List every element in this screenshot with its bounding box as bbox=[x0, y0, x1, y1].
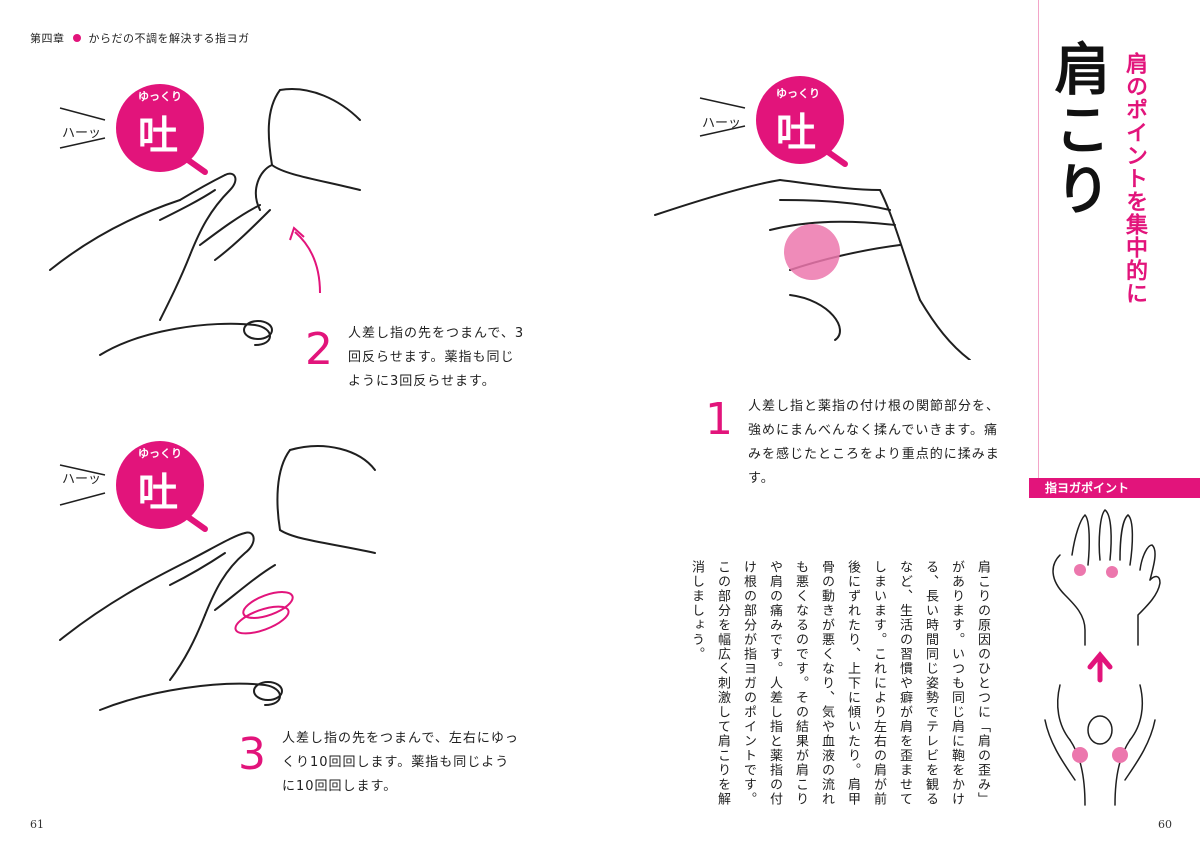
step-3-text: 人差し指の先をつまんで、左右にゆっくり10回回します。薬指も同じように10回回し… bbox=[282, 731, 519, 794]
yoga-point-illustration bbox=[1044, 509, 1161, 806]
chapter-subtitle: からだの不調を解決する指ヨガ bbox=[88, 32, 250, 45]
page-title: 肩こり bbox=[1045, 40, 1110, 220]
exhale-badge bbox=[699, 76, 848, 167]
hand-illustration-step-1 bbox=[654, 76, 971, 360]
bullet-icon bbox=[72, 34, 81, 42]
badge-small-text: ゆっくり bbox=[138, 90, 182, 103]
step-1-text: 人差し指と薬指の付け根の関節部分を、強めにまんべんなく揉んでいきます。痛みを感じ… bbox=[748, 399, 1001, 486]
badge-big-text: 吐 bbox=[138, 470, 178, 516]
page-number-right: 60 bbox=[1158, 818, 1172, 831]
badge-big-text: 吐 bbox=[138, 113, 178, 159]
breath-label: ハーッ bbox=[702, 116, 742, 131]
chapter-label: 第四章 bbox=[30, 32, 65, 45]
exhale-badge bbox=[59, 441, 208, 532]
hand-illustration-step-2 bbox=[49, 84, 361, 356]
breath-label: ハーッ bbox=[62, 472, 102, 487]
step-3-number: 3 bbox=[238, 729, 266, 780]
badge-small-text: ゆっくり bbox=[776, 87, 820, 100]
exhale-badge bbox=[59, 84, 208, 175]
title-divider bbox=[1038, 0, 1039, 478]
step-2-number: 2 bbox=[305, 324, 333, 375]
breath-label: ハーッ bbox=[62, 126, 102, 141]
hand-illustration-step-3 bbox=[59, 441, 376, 711]
page-subtitle: 肩のポイントを集中的に bbox=[1122, 52, 1147, 305]
page-number-left: 61 bbox=[30, 818, 44, 831]
step-2-text: 人差し指の先をつまんで、3回反らせます。薬指も同じように3回反らせます。 bbox=[348, 326, 525, 389]
badge-big-text: 吐 bbox=[776, 110, 816, 156]
step-1-number: 1 bbox=[705, 394, 733, 445]
chapter-header: 第四章 からだの不調を解決する指ヨガ bbox=[30, 30, 250, 46]
badge-small-text: ゆっくり bbox=[138, 447, 182, 460]
body-text: 肩こりの原因のひとつに「肩の歪み」があります。いつも同じ肩に鞄をかける、長い時間… bbox=[689, 560, 990, 807]
yoga-point-banner: 指ヨガポイント bbox=[1029, 478, 1200, 498]
